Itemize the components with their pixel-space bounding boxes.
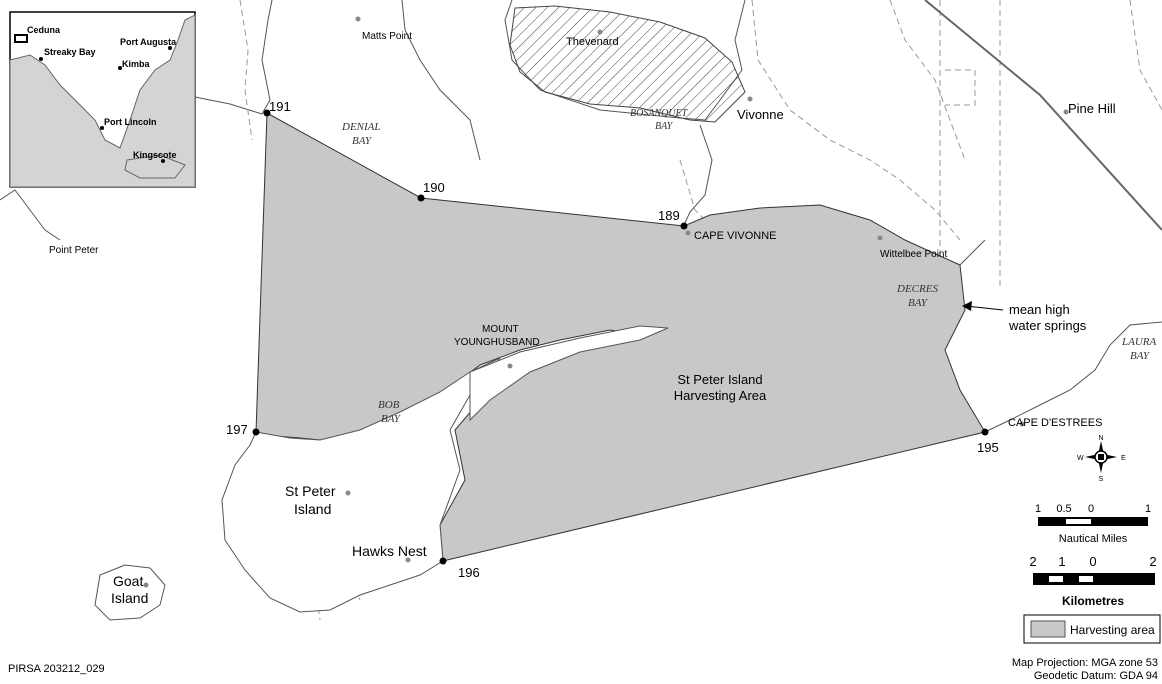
bay-bosanquet-1: BOSANQUET <box>630 108 689 119</box>
inset-map: Ceduna Streaky Bay Port Augusta Kimba Po… <box>9 11 196 188</box>
town-dot <box>345 490 351 496</box>
inset-kimba: Kimba <box>122 59 151 69</box>
scale-km-tick: 0 <box>1089 554 1096 569</box>
town-dot <box>143 582 149 588</box>
point-196-label: 196 <box>458 565 480 580</box>
town-dot <box>1063 109 1069 115</box>
place-thevenard: Thevenard <box>566 36 619 48</box>
scale-km-unit: Kilometres <box>1062 594 1124 608</box>
place-hawks-nest: Hawks Nest <box>352 543 427 559</box>
place-pine-hill: Pine Hill <box>1068 101 1116 116</box>
scale-nm-tick: 0 <box>1088 503 1094 515</box>
place-wittelbee-point: Wittelbee Point <box>880 249 947 260</box>
town-dot <box>405 557 411 563</box>
bay-denial-2: BAY <box>352 135 373 147</box>
inset-port-augusta: Port Augusta <box>120 37 177 47</box>
place-st-peter-island-2: Island <box>294 501 331 517</box>
mhws-arrow-line <box>965 305 1004 311</box>
place-mount-younghusband-2: YOUNGHUSBAND <box>454 337 540 348</box>
inset-streaky-bay: Streaky Bay <box>44 47 96 57</box>
place-cape-vivonne: CAPE VIVONNE <box>694 230 777 242</box>
place-matts-point: Matts Point <box>362 31 412 42</box>
legend-swatch <box>1030 620 1066 638</box>
hatched-area <box>509 5 746 123</box>
scale-bar-nautical: 1 0.5 0 1 Nautical Miles <box>1035 503 1151 545</box>
point-189-label: 189 <box>658 208 680 223</box>
town-dot <box>747 96 753 102</box>
scale-km-tick: 2 <box>1029 554 1036 569</box>
footer-ref: PIRSA 203212_029 <box>8 663 105 675</box>
harvesting-area-title-2: Harvesting Area <box>674 388 767 403</box>
point-189-marker[interactable] <box>680 222 688 230</box>
mhws-label-2: water springs <box>1008 318 1087 333</box>
coastline-mainland <box>194 0 746 226</box>
point-191-label: 191 <box>269 99 291 114</box>
coastline-west <box>0 189 61 241</box>
place-st-peter-island-1: St Peter <box>285 483 336 499</box>
scale-bar-km: 2 1 0 2 Kilometres <box>1029 554 1156 608</box>
place-point-peter: Point Peter <box>49 245 99 256</box>
point-197-marker[interactable] <box>252 428 260 436</box>
mhws-arrow-head <box>962 301 972 311</box>
bay-laura-1: LAURA <box>1121 336 1157 348</box>
scale-km-tick: 1 <box>1058 554 1065 569</box>
coastline-east <box>959 239 1162 433</box>
point-195-label: 195 <box>977 440 999 455</box>
bay-bob-1: BOB <box>378 399 400 411</box>
place-vivonne: Vivonne <box>737 107 784 122</box>
scale-km-tick: 2 <box>1149 554 1156 569</box>
compass-s: S <box>1099 476 1104 483</box>
scale-nm-tick: 1 <box>1035 503 1041 515</box>
north-arrow-icon: N E S W <box>1077 435 1126 483</box>
town-dot <box>1019 421 1025 427</box>
town-dot <box>507 363 513 369</box>
legend: Harvesting area <box>1023 614 1161 644</box>
town-dot <box>877 235 883 241</box>
point-196-marker[interactable] <box>439 557 447 565</box>
inset-ceduna: Ceduna <box>27 25 61 35</box>
mhws-label-1: mean high <box>1009 302 1070 317</box>
place-goat-island-1: Goat <box>113 573 143 589</box>
point-197-label: 197 <box>226 422 248 437</box>
scale-nm-unit: Nautical Miles <box>1059 533 1128 545</box>
bay-decres-2: BAY <box>908 297 929 309</box>
goat-island-shape <box>94 564 166 621</box>
point-191-marker[interactable] <box>263 109 271 117</box>
place-cape-destrees: CAPE D'ESTREES <box>1008 417 1102 429</box>
bay-bob-2: BAY <box>381 413 402 425</box>
bay-laura-2: BAY <box>1130 350 1151 362</box>
place-goat-island-2: Island <box>111 590 148 606</box>
point-190-label: 190 <box>423 180 445 195</box>
harvesting-area-title-1: St Peter Island <box>677 372 762 387</box>
scale-nm-tick: 0.5 <box>1056 503 1071 515</box>
compass-w: W <box>1077 455 1084 462</box>
point-195-marker[interactable] <box>981 428 989 436</box>
point-190-marker[interactable] <box>417 194 425 202</box>
town-dot <box>355 16 361 22</box>
place-mount-younghusband-1: MOUNT <box>482 324 519 335</box>
compass-n: N <box>1098 435 1103 442</box>
bay-bosanquet-2: BAY <box>655 121 674 132</box>
town-dot <box>597 29 603 35</box>
inset-kingscote: Kingscote <box>133 150 177 160</box>
town-dot <box>685 230 691 236</box>
inset-port-lincoln: Port Lincoln <box>104 117 157 127</box>
footer-datum: Geodetic Datum: GDA 94 <box>1033 670 1158 682</box>
younghusband-peninsula <box>469 325 669 422</box>
scale-nm-tick: 1 <box>1145 503 1151 515</box>
bay-decres-1: DECRES <box>896 283 938 295</box>
compass-e: E <box>1121 455 1126 462</box>
legend-label: Harvesting area <box>1070 623 1155 637</box>
highway <box>924 0 1162 231</box>
bay-denial-1: DENIAL <box>341 121 381 133</box>
footer-projection: Map Projection: MGA zone 53 <box>1011 657 1158 669</box>
